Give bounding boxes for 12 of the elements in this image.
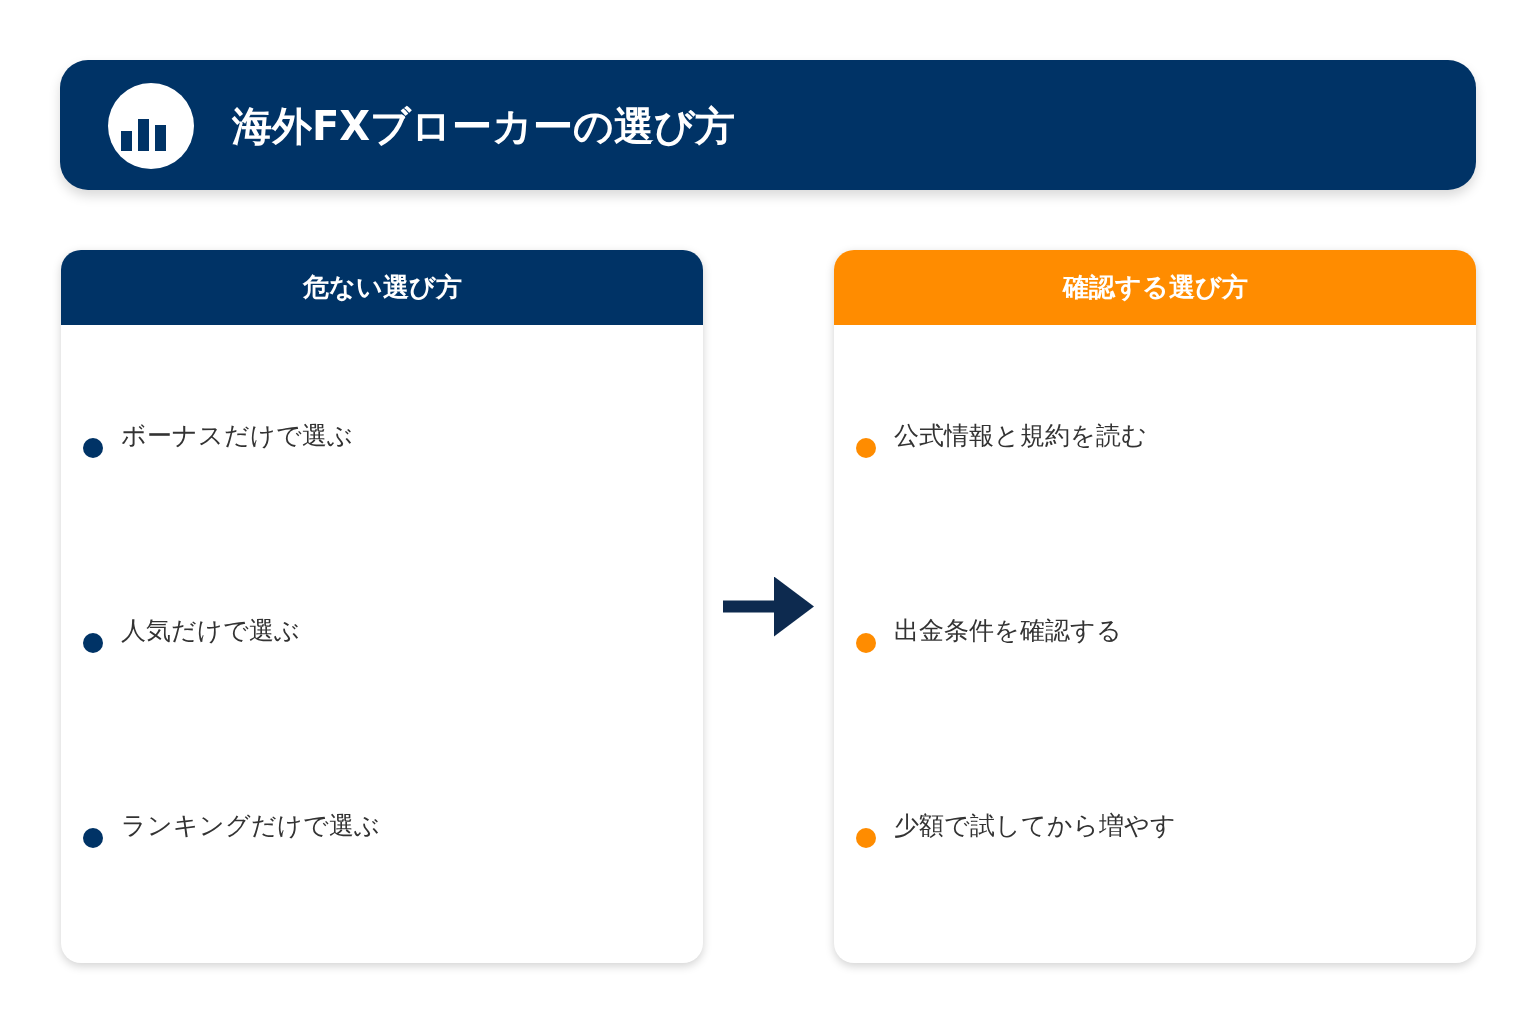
title: 海外FXブローカーの選び方 (232, 102, 736, 151)
list-item-text: 少額で試してから増やす (894, 811, 1176, 841)
panel-heading: 確認する選び方 (834, 250, 1476, 325)
panel-heading: 危ない選び方 (61, 250, 703, 325)
list-item-text: 公式情報と規約を読む (894, 421, 1147, 451)
panel-card (834, 250, 1476, 963)
panel-card (61, 250, 703, 963)
list-item-text: 出金条件を確認する (894, 616, 1122, 646)
arrow (723, 576, 814, 637)
list-item-text: 人気だけで選ぶ (121, 616, 300, 646)
list-item-text: ボーナスだけで選ぶ (121, 421, 353, 451)
list-item-text: ランキングだけで選ぶ (121, 811, 380, 841)
